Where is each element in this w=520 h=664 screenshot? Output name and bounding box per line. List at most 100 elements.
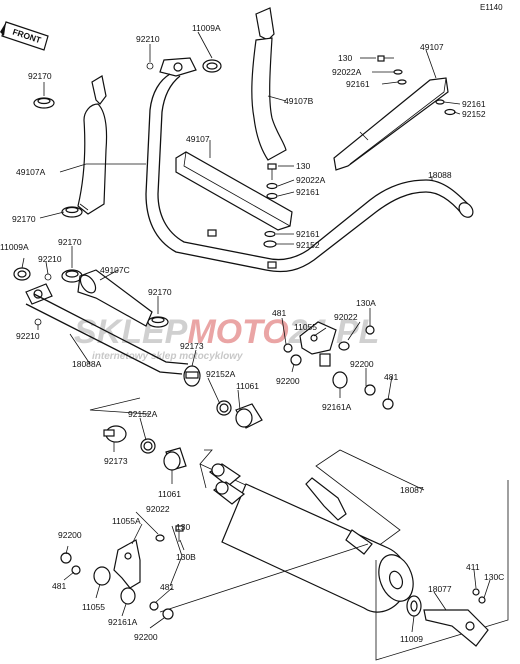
label-49107B: 49107B (284, 96, 314, 106)
flange-upper (146, 57, 197, 77)
collar-92161-far (435, 99, 445, 105)
grommet-92152-mid (263, 240, 277, 248)
label-18087: 18087 (400, 485, 424, 495)
collar-92161-mid1 (266, 192, 278, 200)
label-130B: 130B (176, 552, 196, 562)
gasket-11009A-top (202, 59, 222, 73)
label-49107-mid: 49107 (186, 134, 210, 144)
label-92161A: 92161A (322, 402, 352, 412)
heat-guard-49107B (251, 7, 287, 161)
label-11009A-top: 11009A (192, 23, 221, 33)
tail-cap-18077 (423, 609, 489, 647)
gasket-11009A-left (13, 267, 31, 281)
damper-92161A (332, 371, 348, 389)
label-92170-mid: 92170 (12, 214, 36, 224)
collar-92200-c (60, 552, 72, 564)
label-92161A-low: 92161A (108, 617, 138, 627)
sleeve-11061-b (163, 447, 187, 471)
label-130-right: 130 (338, 53, 352, 63)
washer-92022A-mid (266, 182, 278, 190)
muffler-box-outline (89, 397, 425, 547)
label-92170-d: 92170 (148, 287, 172, 297)
front-arrow-icon: FRONT (0, 21, 49, 51)
label-92161-mid1: 92161 (296, 187, 320, 197)
label-49107-right: 49107 (420, 42, 444, 52)
label-130-mid: 130 (296, 161, 310, 171)
label-11009A-left: 11009A (0, 242, 29, 252)
label-11061-a: 11061 (236, 381, 259, 391)
collar-92200-d (162, 608, 174, 620)
pipe-18088A (25, 293, 189, 375)
label-92210-top: 92210 (136, 34, 160, 44)
label-92022A-mid: 92022A (296, 175, 326, 185)
label-92200-c: 92200 (58, 530, 82, 540)
label-411: 411 (466, 562, 480, 572)
muffler-18087 (208, 463, 414, 613)
label-130A: 130A (356, 298, 376, 308)
label-49107A: 49107A (16, 167, 46, 177)
header-pipe-upper (145, 73, 474, 273)
muffler-parts-outline (159, 480, 509, 661)
bracket-11055A (113, 539, 141, 589)
label-92200-d: 92200 (134, 632, 158, 642)
label-92210-left: 92210 (38, 254, 62, 264)
washer-92022 (338, 341, 350, 351)
label-481-d: 481 (160, 582, 174, 592)
clip-481-b (382, 398, 394, 410)
svg-text:SKLEPMOTO24.PL: SKLEPMOTO24.PL (74, 313, 379, 351)
part-number-labels: 11009A 92210 92170 49107A 92170 11009A 9… (0, 23, 504, 644)
leader-lines (21, 31, 491, 633)
label-11061-b: 11061 (158, 489, 181, 499)
diagram-code: E1140 (480, 3, 503, 12)
collar-92161-mid2 (264, 230, 276, 238)
watermark-brand-part2: MOTO (187, 313, 288, 351)
washer-92022A-right (393, 69, 403, 75)
label-11055: 11055 (294, 322, 317, 332)
label-92200-a: 92200 (276, 376, 300, 386)
label-18077: 18077 (428, 584, 452, 594)
label-92022-low: 92022 (146, 504, 170, 514)
flange-lower (25, 273, 53, 326)
heat-guard-49107C (77, 269, 153, 327)
collar-92200-a (290, 354, 302, 366)
sleeve-11061-a (235, 403, 263, 429)
label-92170-c: 92170 (58, 237, 82, 247)
clamp-92170-mid (61, 206, 83, 218)
label-481-c: 481 (52, 581, 66, 591)
label-92173-b: 92173 (104, 456, 128, 466)
bolt-130A (365, 325, 375, 335)
label-92170-top: 92170 (28, 71, 52, 81)
watermark-tagline: internetowy sklep motocyklowy (92, 351, 243, 362)
label-92210-low: 92210 (16, 331, 40, 341)
clamp-92170-top (33, 97, 55, 109)
clamp-92170-c (61, 269, 83, 283)
label-92161-mid2: 92161 (296, 229, 320, 239)
watermark-brand-part1: SKLEP (74, 313, 188, 351)
label-11055-low: 11055 (82, 602, 105, 612)
damper-11055-low (93, 566, 111, 586)
label-18088A: 18088A (72, 359, 102, 369)
watermark: SKLEPMOTO24.PL internetowy sklep motocyk… (74, 313, 379, 362)
label-92200-b: 92200 (350, 359, 374, 369)
label-49107C: 49107C (100, 265, 130, 275)
label-92152A-a: 92152A (206, 369, 236, 379)
heat-guard-49107-mid (175, 151, 293, 269)
label-130-low: 130 (176, 522, 190, 532)
label-92152-mid: 92152 (296, 240, 320, 250)
label-18088: 18088 (428, 170, 452, 180)
clip-481-a (283, 343, 293, 353)
clamp-92173-a (183, 365, 201, 387)
washer-411 (472, 588, 480, 596)
label-92022A-right: 92022A (332, 67, 362, 77)
label-481-a: 481 (272, 308, 286, 318)
label-92161-right: 92161 (346, 79, 370, 89)
label-92152-far: 92152 (462, 109, 486, 119)
grommet-92152-far (444, 108, 456, 116)
clip-481-d (149, 601, 159, 611)
collar-92200-b (364, 384, 376, 396)
bolt-130C (478, 596, 486, 604)
clamp-92173-b (103, 425, 127, 443)
label-481-b: 481 (384, 372, 398, 382)
label-11055A: 11055A (112, 516, 141, 526)
label-92161-far: 92161 (462, 99, 486, 109)
